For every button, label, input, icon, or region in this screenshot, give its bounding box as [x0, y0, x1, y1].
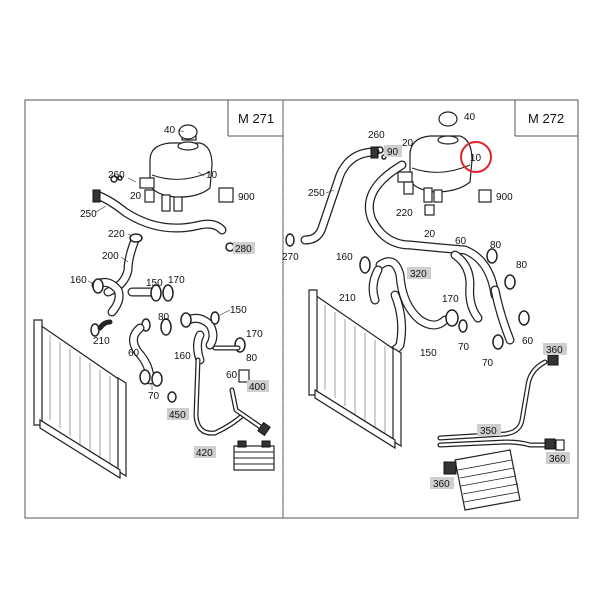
label-170: 170 [168, 275, 185, 286]
label-70-r: 70 [458, 342, 470, 353]
label-box-400 [247, 380, 269, 392]
label-210: 210 [93, 336, 110, 347]
model-label-m272: M 272 [528, 111, 564, 126]
label-20: 20 [130, 191, 142, 202]
label-900-r: 900 [496, 192, 513, 203]
label-box-360-a [543, 343, 567, 355]
labels-right: 40 260 20 90 10 250 900 220 20 270 60 80… [282, 112, 570, 490]
tank-cap-left [178, 124, 198, 140]
label-900: 900 [238, 192, 255, 203]
label-160: 160 [70, 275, 87, 286]
sensor-left [218, 187, 234, 203]
label-160-b: 160 [174, 351, 191, 362]
tank-cap-right [438, 111, 458, 127]
label-60: 60 [128, 348, 140, 359]
label-60-r2: 60 [522, 336, 534, 347]
label-270: 270 [282, 252, 299, 263]
label-420: 420 [196, 448, 213, 459]
label-40-r: 40 [464, 112, 476, 123]
label-80: 80 [158, 312, 170, 323]
right-panel-drawing [285, 111, 565, 511]
label-box-420 [194, 446, 216, 458]
model-tab-left: M 271 [227, 100, 283, 137]
label-260: 260 [108, 170, 125, 181]
label-170-b: 170 [246, 329, 263, 340]
labels-left: 40 260 20 10 250 900 220 280 200 160 150… [70, 125, 269, 459]
label-40: 40 [164, 125, 176, 136]
label-box-450 [167, 408, 189, 420]
label-70: 70 [148, 391, 160, 402]
label-360-c: 360 [433, 479, 450, 490]
label-220-r: 220 [396, 208, 413, 219]
label-280: 280 [235, 244, 252, 255]
label-box-360-c [430, 477, 454, 489]
label-box-90 [384, 145, 402, 157]
label-box-350 [477, 424, 501, 436]
label-200: 200 [102, 251, 119, 262]
label-450: 450 [169, 410, 186, 421]
label-box-360-b [546, 452, 570, 464]
label-360-a: 360 [546, 345, 563, 356]
left-panel-drawing [33, 124, 275, 480]
model-tab-right: M 272 [514, 100, 578, 137]
oil-cooler-left [233, 440, 275, 471]
radiator-right [308, 289, 402, 450]
label-80-r: 80 [490, 240, 502, 251]
label-400: 400 [249, 382, 266, 393]
label-20-r: 20 [402, 138, 414, 149]
label-360-b: 360 [549, 454, 566, 465]
label-10: 10 [206, 170, 218, 181]
expansion-tank-left [139, 129, 213, 212]
label-350: 350 [480, 426, 497, 437]
sensor-right [478, 189, 492, 203]
label-20-r2: 20 [424, 229, 436, 240]
label-90: 90 [387, 147, 399, 158]
label-150-r: 150 [420, 348, 437, 359]
label-80-b: 80 [246, 353, 258, 364]
label-250: 250 [80, 209, 97, 220]
label-320: 320 [410, 269, 427, 280]
radiator-left [33, 319, 127, 480]
highlight-circle [460, 141, 492, 173]
label-10-r: 10 [470, 153, 482, 164]
label-60-b: 60 [226, 370, 238, 381]
label-box-320 [407, 267, 431, 279]
label-70-r2: 70 [482, 358, 494, 369]
label-80-r2: 80 [516, 260, 528, 271]
label-160-r: 160 [336, 252, 353, 263]
label-150-b: 150 [230, 305, 247, 316]
model-label-m271: M 271 [238, 111, 274, 126]
label-210-r: 210 [339, 293, 356, 304]
label-170-r: 170 [442, 294, 459, 305]
oil-cooler-right [443, 449, 521, 511]
label-220: 220 [108, 229, 125, 240]
label-box-280 [233, 242, 255, 254]
label-60-r: 60 [455, 236, 467, 247]
label-260-r: 260 [368, 130, 385, 141]
label-150: 150 [146, 278, 163, 289]
label-250-r: 250 [308, 188, 325, 199]
